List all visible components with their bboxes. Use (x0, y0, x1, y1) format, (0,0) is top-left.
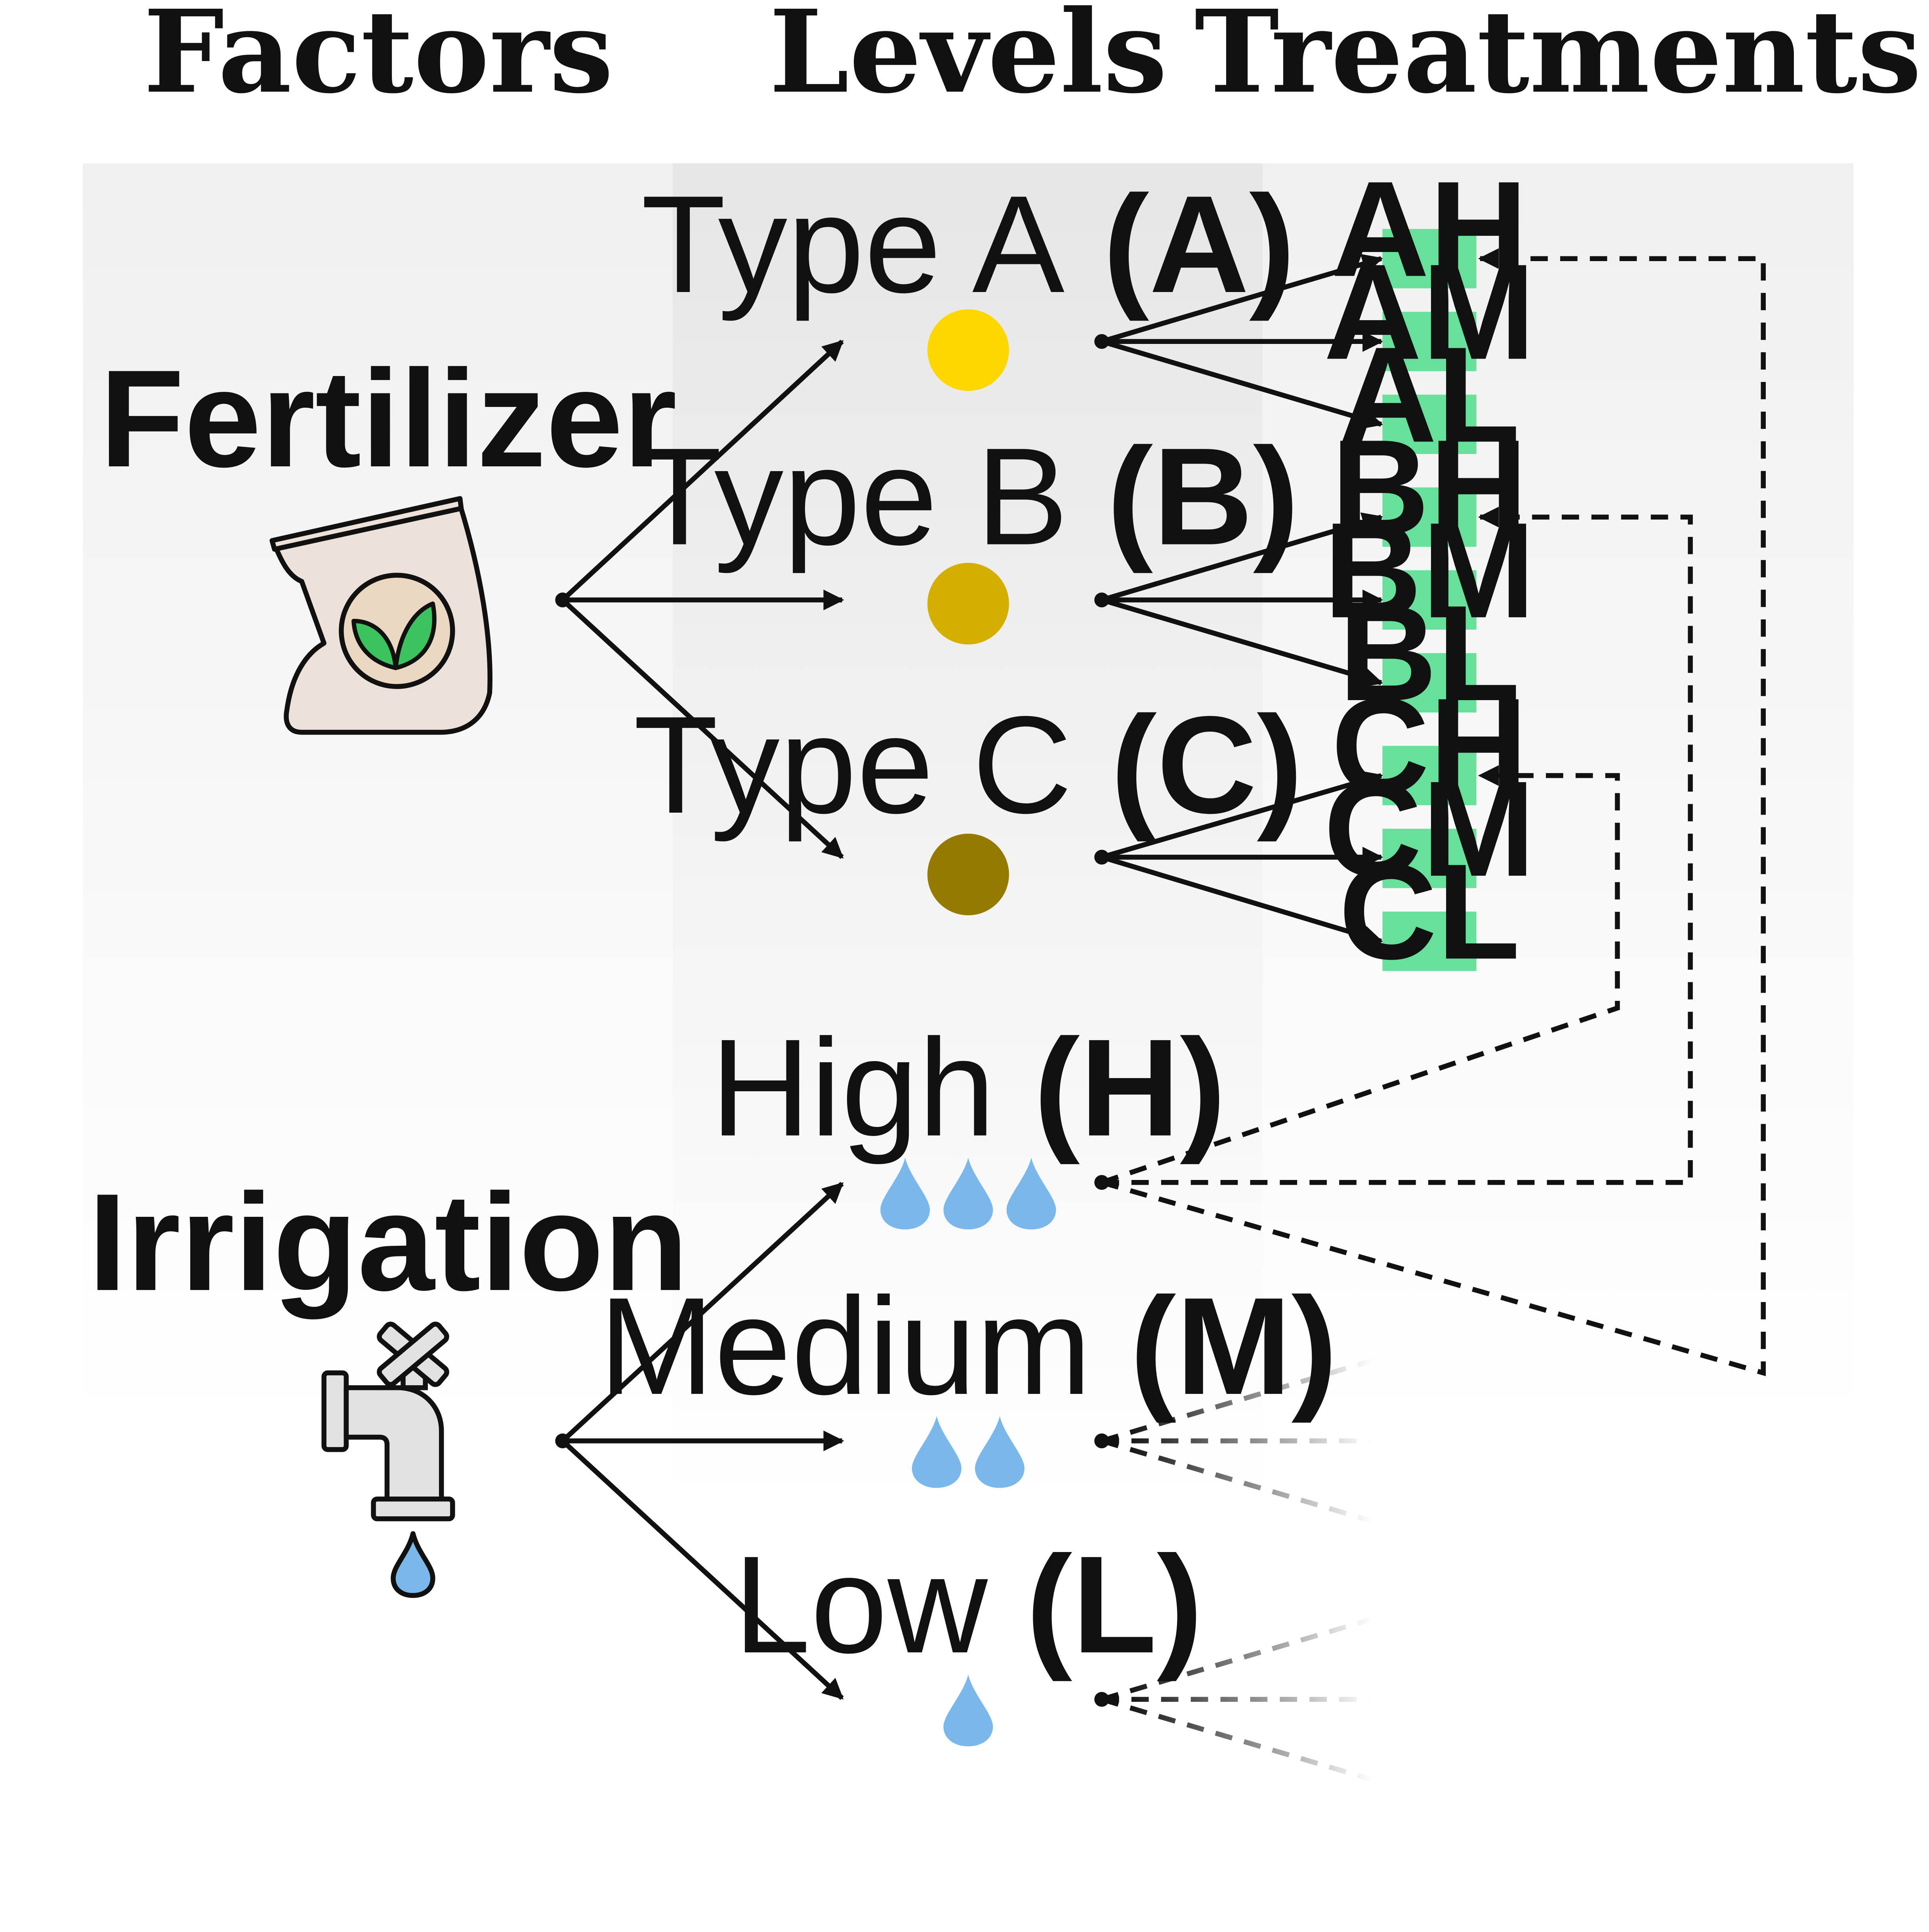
treatment-box-bh: BH (1331, 411, 1528, 563)
fertilizer-label: Fertilizer (100, 342, 677, 496)
high-node (1094, 1175, 1109, 1190)
fertilizer-node (555, 592, 570, 607)
water-faucet-icon (321, 1321, 455, 1598)
swatch-type-a (927, 309, 1009, 391)
svg-text:BH: BH (1331, 411, 1528, 563)
water-drop-icon-high-2 (943, 1157, 993, 1229)
type-c-node (1094, 850, 1109, 865)
water-drop-icon-medium-1 (912, 1416, 962, 1488)
irrigation-branches (561, 1182, 844, 1700)
medium-node (1094, 1433, 1109, 1449)
levels-header: Levels (769, 0, 1167, 118)
low-node (1094, 1692, 1109, 1707)
svg-text:AM: AM (1324, 236, 1535, 388)
level-label-type-a: Type A (A) (641, 167, 1295, 322)
svg-text:CL: CL (1339, 835, 1520, 987)
water-drop-icon-high-3 (1006, 1157, 1056, 1229)
treatment-branches (1101, 254, 1383, 946)
level-label-type-b: Type B (B) (637, 420, 1299, 575)
swatch-type-c (927, 834, 1009, 916)
level-label-medium: Medium (M) (599, 1269, 1338, 1424)
water-drop-icon-high-1 (880, 1157, 930, 1229)
water-drop-icon-low-1 (943, 1674, 993, 1747)
water-drop-groups (880, 1157, 1056, 1747)
svg-text:BM: BM (1324, 494, 1535, 646)
type-a-node (1094, 334, 1109, 349)
factors-header: Factors (143, 0, 613, 118)
treatment-box-am: AM (1324, 236, 1535, 388)
treatment-box-cm: CM (1324, 752, 1535, 905)
svg-text:AH: AH (1331, 153, 1528, 305)
treatment-box-al: AL (1339, 319, 1520, 471)
type-b-node (1094, 592, 1109, 607)
treatment-box-bl: BL (1339, 577, 1520, 729)
treatment-box-ah: AH (1331, 153, 1528, 305)
svg-text:AL: AL (1339, 319, 1520, 471)
water-drop-icon-medium-2 (975, 1416, 1025, 1488)
fertilizer-bag-icon (269, 496, 493, 735)
irrigation-node (555, 1433, 570, 1449)
treatment-box-bm: BM (1324, 494, 1535, 646)
svg-text:BL: BL (1339, 577, 1520, 729)
treatments-header: Treatments (1194, 0, 1921, 118)
treatment-box-cl: CL (1339, 835, 1520, 987)
high-dashed-connectors (1101, 248, 1766, 1376)
swatch-type-b (927, 563, 1009, 645)
low-fading-connectors (1101, 1616, 1374, 1782)
level-label-high: High (H) (710, 1011, 1226, 1166)
fertilizer-branches (561, 340, 844, 859)
level-label-low: Low (L) (733, 1527, 1203, 1682)
level-label-type-c: Type C (C) (633, 688, 1303, 843)
svg-text:CH: CH (1331, 670, 1528, 822)
medium-fading-connectors (1101, 1358, 1374, 1524)
treatment-box-ch: CH (1331, 670, 1528, 822)
irrigation-label: Irrigation (88, 1165, 689, 1320)
